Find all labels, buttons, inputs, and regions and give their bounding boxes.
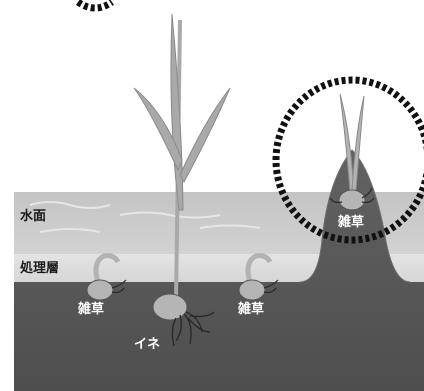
label-rice: イネ	[134, 337, 160, 352]
weed-mound-seed	[339, 190, 365, 210]
label-weed-mound: 雑草	[337, 214, 364, 230]
rice-seed	[153, 294, 187, 320]
dotted-circle-top-partial	[78, 2, 112, 8]
label-weed-middle: 雑草	[237, 301, 264, 317]
label-treatment-layer: 処理層	[19, 260, 59, 276]
label-weed-left: 雑草	[77, 301, 104, 317]
weed-left-seed	[87, 280, 113, 300]
label-water-surface: 水面	[20, 208, 46, 224]
weed-middle-seed	[239, 280, 265, 300]
